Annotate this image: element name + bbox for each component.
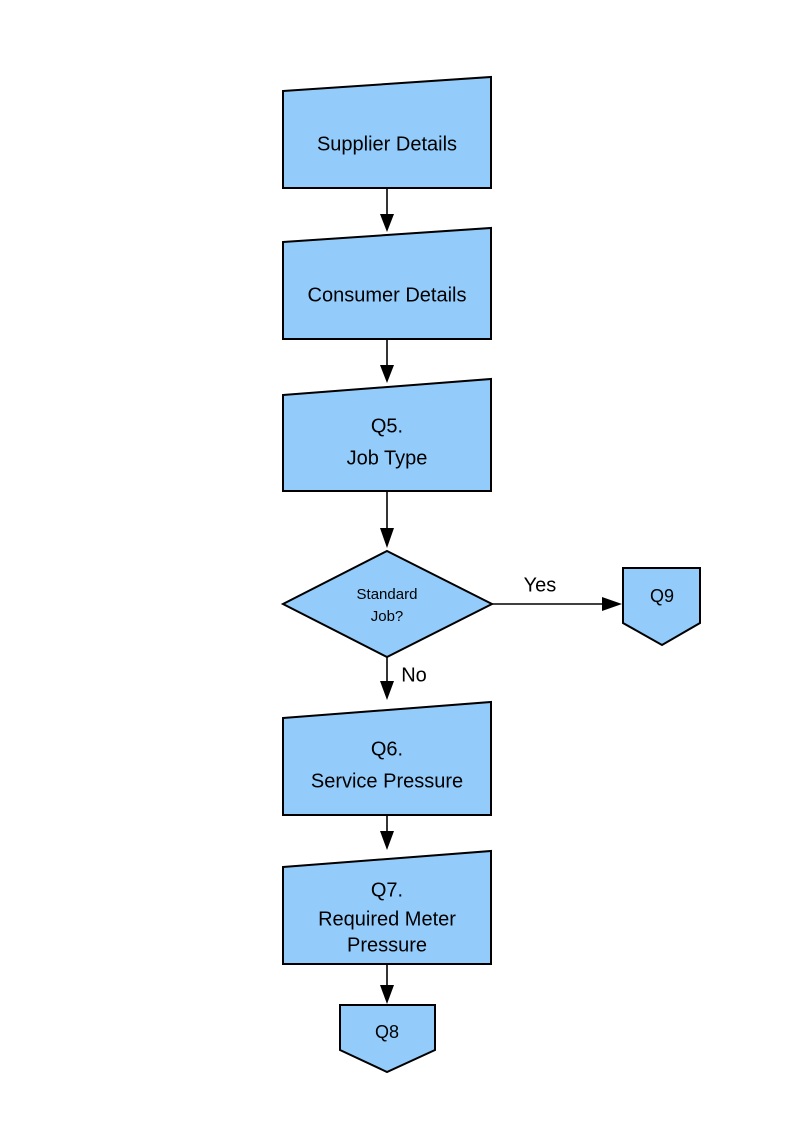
node-standard-job-decision[interactable]: Standard Job? [280,549,495,659]
node-label-q7-line3: Pressure [347,934,427,956]
node-label-q5-line2: Job Type [347,447,428,469]
node-q5-job-type[interactable]: Q5. Job Type [282,377,492,492]
node-shape-slanted-box[interactable] [282,226,492,340]
node-shape-slanted-box[interactable] [282,377,492,492]
node-label-q6-line2: Service Pressure [311,770,463,792]
arrowhead-icon [380,214,394,232]
arrowhead-icon [380,681,394,700]
arrowhead-icon [380,528,394,548]
node-shape-diamond[interactable] [280,549,495,659]
arrowhead-icon [380,365,394,383]
node-label-q8: Q8 [375,1022,399,1042]
node-label-q6-line1: Q6. [371,738,403,760]
node-supplier-details[interactable]: Supplier Details [282,75,492,189]
arrowhead-icon [602,597,622,611]
node-shape-slanted-box[interactable] [282,75,492,189]
node-q6-service-pressure[interactable]: Q6. Service Pressure [282,700,492,816]
edge-q7-to-q8 [380,964,394,1004]
node-shape-slanted-box[interactable] [282,849,492,965]
arrowhead-icon [380,831,394,850]
node-q7-required-meter-pressure[interactable]: Q7. Required Meter Pressure [282,849,492,965]
node-label-q9: Q9 [650,586,674,606]
node-label-q7-line2: Required Meter [318,908,456,930]
node-label-decision-line1: Standard [357,586,418,603]
arrowhead-icon [380,985,394,1004]
node-consumer-details[interactable]: Consumer Details [282,226,492,340]
node-label-q7-line1: Q7. [371,879,403,901]
node-label-q5-line1: Q5. [371,415,403,437]
node-label-decision-line2: Job? [371,608,404,625]
node-label-supplier-details: Supplier Details [317,133,457,155]
edge-consumer-to-q5 [380,339,394,383]
edge-decision-to-q6: No [380,657,427,700]
edge-decision-to-q9: Yes [492,574,622,611]
node-label-consumer-details: Consumer Details [308,284,467,306]
node-q9[interactable]: Q9 [622,567,701,647]
node-shape-pentagon-down[interactable] [339,1004,436,1074]
node-shape-pentagon-down[interactable] [622,567,701,647]
edge-label-yes: Yes [524,574,557,596]
node-q8[interactable]: Q8 [339,1004,436,1074]
edge-q5-to-decision [380,491,394,548]
edge-q6-to-q7 [380,815,394,850]
edge-label-no: No [401,664,427,686]
node-shape-slanted-box[interactable] [282,700,492,816]
edge-supplier-to-consumer [380,188,394,232]
